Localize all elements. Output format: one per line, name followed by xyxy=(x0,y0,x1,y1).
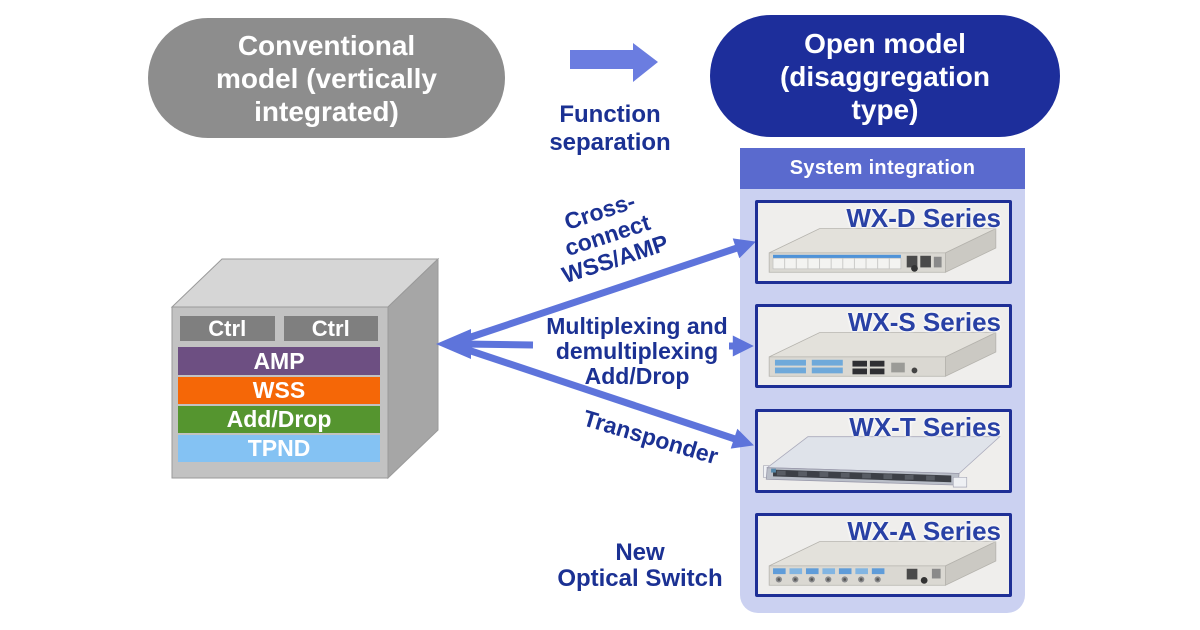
wss-layer: WSS xyxy=(178,377,380,404)
open-pill-line3: type) xyxy=(851,93,919,125)
wx-t-device-image xyxy=(763,436,1001,488)
conventional-pill-line3: integrated) xyxy=(254,95,399,127)
function-separation-label: Function separation xyxy=(515,101,705,157)
wx-a-series-label: WX-A Series xyxy=(847,516,1001,546)
wx-s-series-label: WX-S Series xyxy=(847,307,1001,337)
wx-t-series-card: WX-T Series xyxy=(755,409,1012,493)
cross-connect-label: Cross- connect WSS/AMP xyxy=(503,170,712,302)
new-optical-line1: New xyxy=(615,539,665,566)
wx-t-series-label: WX-T Series xyxy=(849,412,1001,442)
wx-d-series-card: WX-D Series xyxy=(755,200,1012,284)
multiplexing-label: Multiplexing and demultiplexing Add/Drop xyxy=(528,314,746,389)
amp-layer: AMP xyxy=(178,347,380,375)
open-model-pill: Open model (disaggregation type) xyxy=(710,15,1060,137)
transponder-label: Transponder xyxy=(580,404,722,470)
ctrl-left-layer: Ctrl xyxy=(178,314,277,343)
add-drop-layer: Add/Drop xyxy=(178,406,380,433)
system-integration-label: System integration xyxy=(789,157,976,179)
multiplexing-line2: demultiplexing xyxy=(555,338,719,364)
ctrl-layer-row: Ctrl Ctrl xyxy=(178,314,380,343)
conventional-pill-line2: model (vertically xyxy=(216,62,437,94)
right-arrow-icon xyxy=(570,43,658,82)
system-integration-header: System integration xyxy=(740,148,1025,189)
conventional-pill-line1: Conventional xyxy=(237,29,416,61)
multiplexing-line1: Multiplexing and xyxy=(546,313,728,339)
function-separation-line1: Function xyxy=(559,101,661,128)
function-separation-line2: separation xyxy=(549,129,671,156)
ctrl-right-layer: Ctrl xyxy=(281,314,380,343)
open-pill-line2: (disaggregation xyxy=(779,60,990,92)
multiplexing-line3: Add/Drop xyxy=(584,363,690,389)
wx-a-series-card: WX-A Series xyxy=(755,513,1012,597)
new-optical-switch-label: New Optical Switch xyxy=(535,540,745,592)
conventional-model-pill: Conventional model (vertically integrate… xyxy=(148,18,505,138)
wx-a-device-image xyxy=(768,541,997,586)
new-optical-line2: Optical Switch xyxy=(557,565,723,592)
wx-d-device-image xyxy=(768,228,997,273)
wx-s-series-card: WX-S Series xyxy=(755,304,1012,388)
wx-s-device-image xyxy=(768,332,997,377)
tpnd-layer: TPND xyxy=(178,435,380,462)
open-pill-line1: Open model xyxy=(804,27,966,59)
wx-d-series-label: WX-D Series xyxy=(846,203,1001,233)
